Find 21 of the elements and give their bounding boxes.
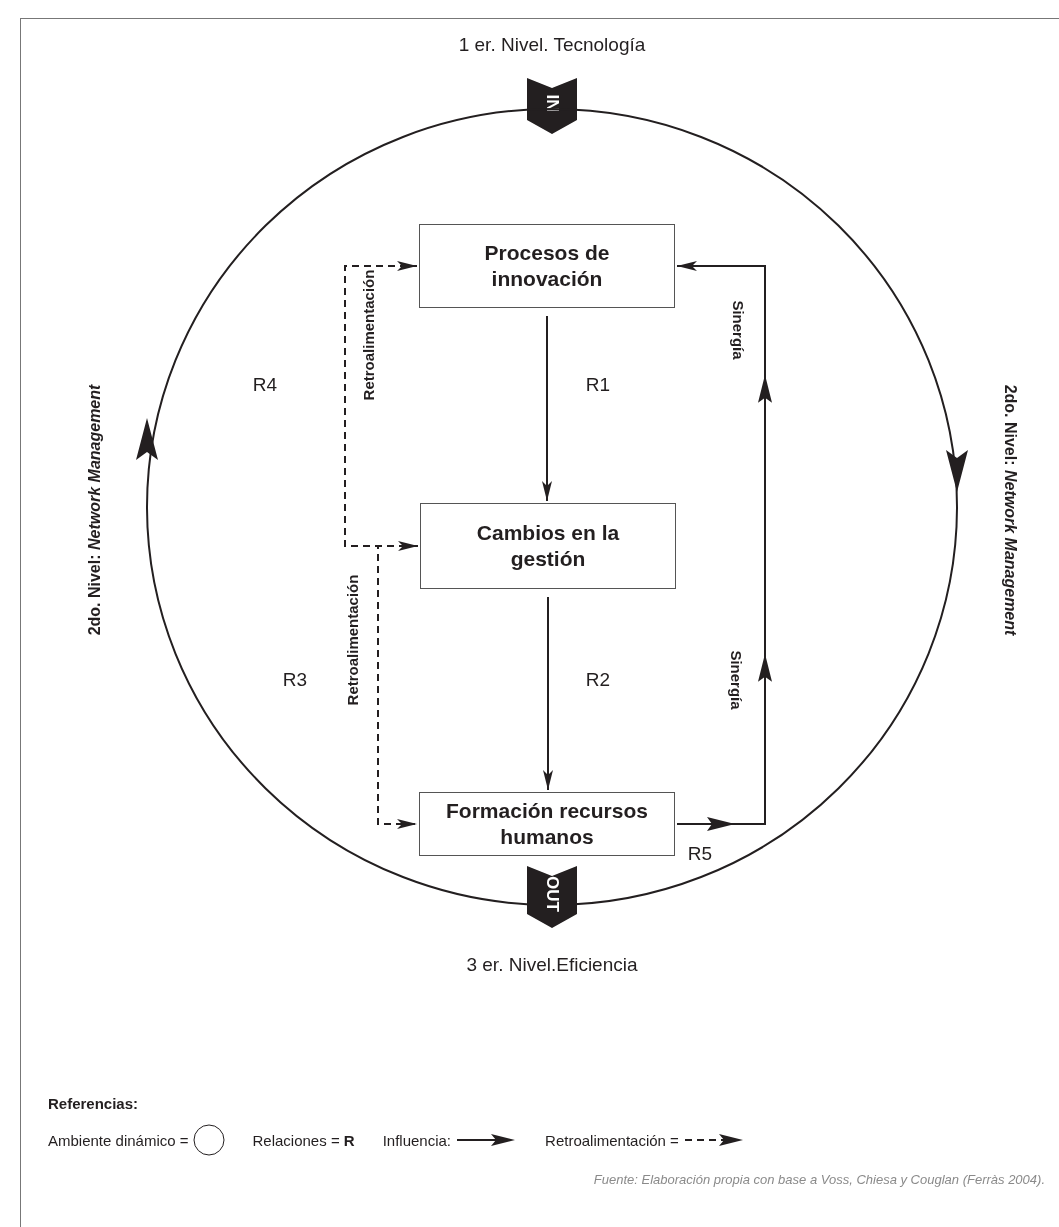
legend-text: Retroalimentación = (545, 1131, 679, 1149)
text-label: R5 (687, 843, 713, 865)
text-label: 2do. Nivel: Network Management (1001, 384, 1019, 636)
process-box: Formación recursos humanos (419, 792, 675, 856)
legend-text: Ambiente dinámico = (48, 1131, 189, 1149)
text-label: 3 er. Nivel.Eficiencia (466, 954, 638, 976)
text-label: R3 (282, 669, 308, 691)
legend-text: Influencia: (382, 1131, 452, 1149)
text-label: R4 (252, 374, 278, 396)
text-label: Sinergía (727, 650, 745, 710)
text-label: 2do. Nivel: Network Management (86, 384, 104, 636)
edge-label: Sinergía (729, 298, 747, 362)
text-label: 1 er. Nivel. Tecnología (458, 34, 646, 56)
text-label: R1 (585, 374, 611, 396)
process-box: Cambios en la gestión (420, 503, 676, 589)
text-label: R2 (585, 669, 611, 691)
process-box: Procesos de innovación (419, 224, 675, 308)
caption: Fuente: Elaboración propia con base a Voss, Chiesa y Couglan (Ferràs 2004). (593, 1172, 1045, 1187)
legend-text: Relaciones = R (252, 1131, 355, 1149)
text-label: Referencias: (48, 1094, 139, 1112)
chevron-marker: OUT (527, 866, 577, 928)
